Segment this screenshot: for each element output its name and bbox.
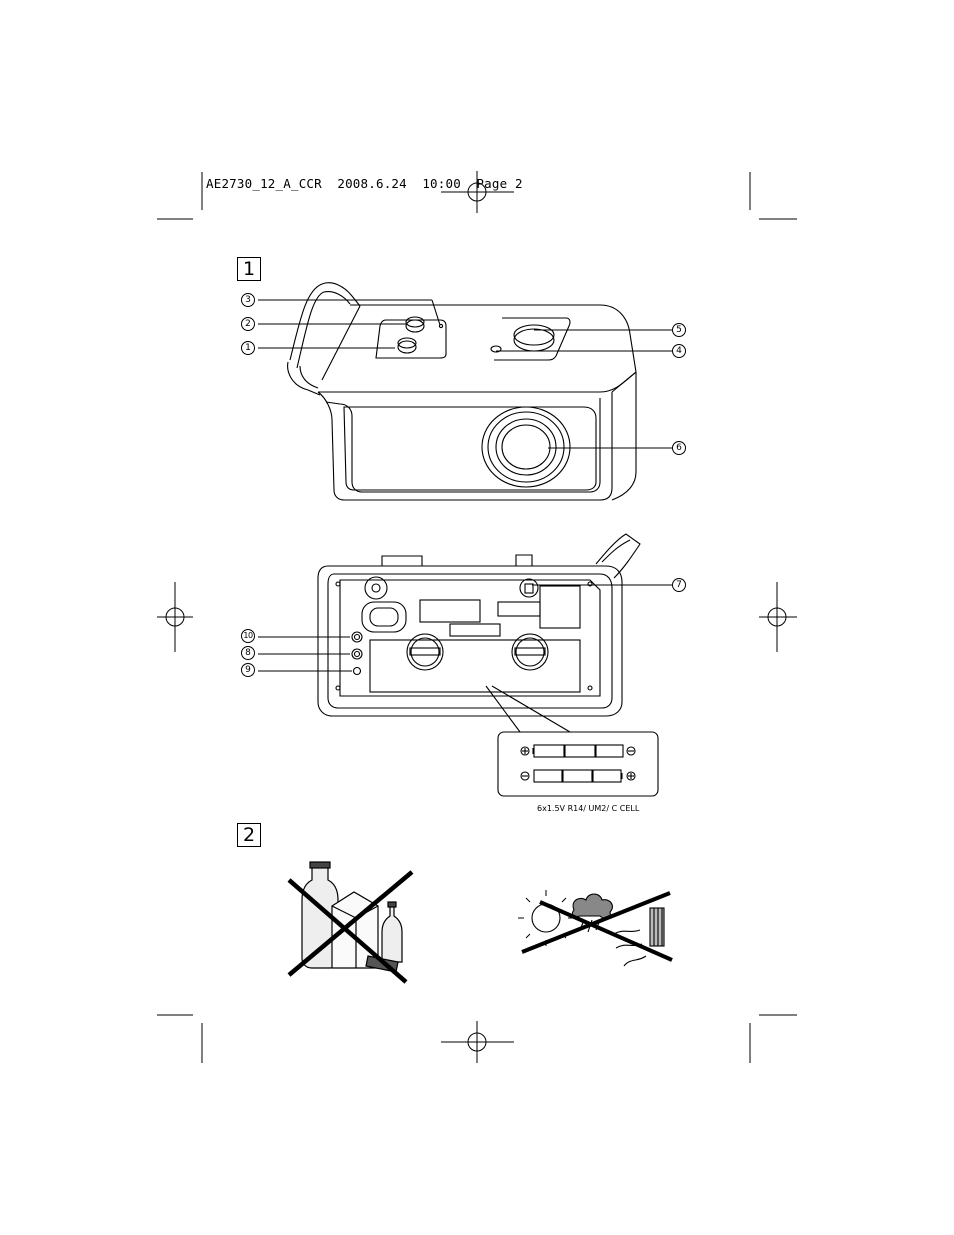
section-1-box: 1 <box>237 257 261 281</box>
section-2-box: 2 <box>237 823 261 847</box>
crop-marks-bottom <box>157 1014 797 1063</box>
header-time: 10:00 <box>422 176 461 191</box>
radio-front-view <box>258 282 672 501</box>
callout-3: 3 <box>241 293 255 307</box>
callout-9: 9 <box>241 663 255 677</box>
callout-10: 10 <box>241 629 255 643</box>
callout-4: 4 <box>672 344 686 358</box>
header-doc-id: AE2730_12_A_CCR <box>206 176 322 191</box>
crop-marks-sides <box>157 582 797 652</box>
battery-caption: 6x1.5V R14/ UM2/ C CELL <box>537 804 640 813</box>
no-sun-rain-heat-icon <box>518 890 673 967</box>
radio-back-view <box>258 533 672 733</box>
battery-diagram <box>497 731 659 797</box>
callout-1: 1 <box>241 341 255 355</box>
no-chemicals-icon <box>287 861 414 984</box>
header-date: 2008.6.24 <box>337 176 407 191</box>
callout-2: 2 <box>241 317 255 331</box>
page-header: AE2730_12_A_CCR 2008.6.24 10:00 Page 2 <box>206 176 523 191</box>
callout-7: 7 <box>672 578 686 592</box>
callout-6: 6 <box>672 441 686 455</box>
crop-marks-top <box>157 171 797 220</box>
callout-5: 5 <box>672 323 686 337</box>
callout-8: 8 <box>241 646 255 660</box>
